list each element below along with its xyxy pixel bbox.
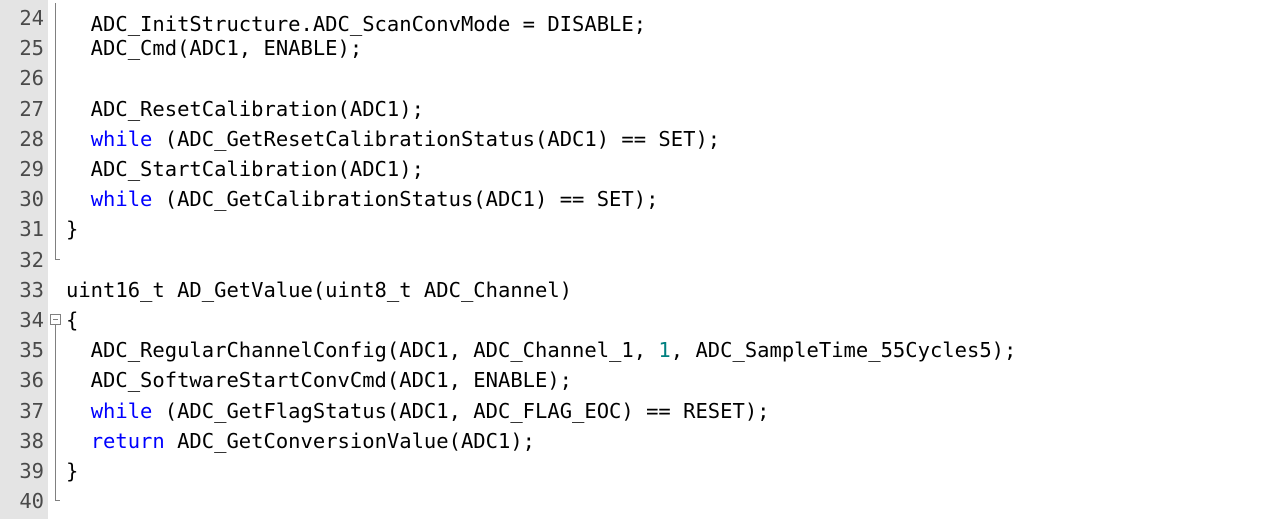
- code-token: (ADC_GetCalibrationStatus(ADC1) == SET);: [152, 187, 659, 212]
- code-token: (ADC_GetFlagStatus(ADC1, ADC_FLAG_EOC) =…: [152, 398, 770, 423]
- line-number: 39: [19, 459, 44, 483]
- fold-guide: [50, 33, 62, 64]
- fold-guide: [50, 395, 62, 426]
- code-text: while (ADC_GetResetCalibrationStatus(ADC…: [66, 124, 720, 154]
- code-token: (ADC_GetResetCalibrationStatus(ADC1) == …: [152, 126, 721, 151]
- code-text: uint16_t AD_GetValue(uint8_t ADC_Channel…: [66, 275, 572, 305]
- code-token: [66, 187, 91, 211]
- line-number: 31: [19, 217, 44, 242]
- line-number: 40: [19, 489, 44, 514]
- fold-guide: [50, 425, 62, 456]
- line-number: 25: [19, 36, 44, 61]
- line-number: 24: [19, 6, 44, 30]
- code-line[interactable]: 33 uint16_t AD_GetValue(uint8_t ADC_Chann…: [0, 275, 1280, 305]
- line-number: 27: [19, 96, 44, 121]
- code-token: ADC_StartCalibration(ADC1);: [66, 157, 424, 181]
- code-token: }: [66, 459, 79, 483]
- code-line[interactable]: 32: [0, 244, 1280, 275]
- fold-guide: [50, 93, 62, 124]
- line-number: 30: [19, 187, 44, 212]
- line-number: 32: [19, 247, 44, 272]
- code-text: while (ADC_GetCalibrationStatus(ADC1) ==…: [66, 184, 659, 214]
- code-text: while (ADC_GetFlagStatus(ADC1, ADC_FLAG_…: [66, 396, 770, 426]
- keyword-token: while: [90, 398, 153, 423]
- code-line[interactable]: 24: [0, 3, 1280, 34]
- fold-guide: [50, 244, 62, 275]
- code-text: }: [66, 456, 78, 486]
- code-line[interactable]: 30 while (ADC_GetCalibrationStatus(ADC1)…: [0, 184, 1280, 215]
- fold-toggle-icon[interactable]: [50, 305, 62, 336]
- line-number: 34: [19, 308, 44, 332]
- line-number-gutter: [0, 0, 48, 519]
- fold-guide: [50, 456, 62, 487]
- line-number: 37: [19, 398, 44, 423]
- code-line[interactable]: 34 {: [0, 305, 1280, 336]
- keyword-token: return: [90, 428, 165, 453]
- code-line[interactable]: 28 while (ADC_GetResetCalibrationStatus(…: [0, 123, 1280, 154]
- fold-guide: [50, 63, 62, 94]
- fold-guide: [50, 184, 62, 215]
- code-token: ADC_SoftwareStartConvCmd(ADC1, ENABLE);: [66, 368, 573, 393]
- fold-guide: [50, 486, 62, 516]
- line-number: 28: [19, 126, 44, 151]
- line-number: 38: [19, 428, 44, 453]
- code-line[interactable]: 37 while (ADC_GetFlagStatus(ADC1, ADC_FL…: [0, 395, 1280, 426]
- line-number: 26: [19, 66, 44, 91]
- line-number: 33: [19, 277, 44, 302]
- line-number: 36: [19, 368, 44, 393]
- code-token: ADC_RegularChannelConfig(ADC1, ADC_Chann…: [66, 338, 659, 363]
- partial-code-line: ADC_InitStructure.ADC_ScanConvMode = DIS…: [0, 0, 1280, 36]
- code-token: uint16_t AD_GetValue(uint8_t ADC_Channel…: [66, 277, 573, 302]
- code-line[interactable]: 25 ADC_Cmd(ADC1, ENABLE);: [0, 33, 1280, 64]
- code-text: }: [66, 214, 78, 244]
- fold-guide: [50, 154, 62, 185]
- code-line[interactable]: 31}: [0, 214, 1280, 245]
- code-line[interactable]: 39}: [0, 456, 1280, 487]
- code-line[interactable]: 38 return ADC_GetConversionValue(ADC1);: [0, 425, 1280, 456]
- code-text: ADC_StartCalibration(ADC1);: [66, 154, 424, 184]
- fold-guide: [50, 123, 62, 154]
- fold-guide: [50, 365, 62, 396]
- code-text: {: [66, 305, 78, 335]
- fold-guide: [50, 214, 62, 245]
- code-line[interactable]: 36 ADC_SoftwareStartConvCmd(ADC1, ENABLE…: [0, 365, 1280, 396]
- code-text: ADC_RegularChannelConfig(ADC1, ADC_Chann…: [66, 335, 1017, 365]
- fold-guide: [50, 335, 62, 366]
- line-number: 35: [19, 338, 44, 363]
- code-token: {: [66, 308, 79, 332]
- code-token: }: [66, 217, 79, 242]
- keyword-token: while: [90, 187, 153, 212]
- code-token: [66, 429, 91, 453]
- code-text: ADC_Cmd(ADC1, ENABLE);: [66, 33, 363, 63]
- keyword-token: while: [90, 126, 153, 151]
- code-line[interactable]: 40: [0, 486, 1280, 516]
- code-line[interactable]: 35 ADC_RegularChannelConfig(ADC1, ADC_Ch…: [0, 335, 1280, 366]
- fold-guide: [50, 3, 62, 34]
- code-text: ADC_InitStructure.ADC_ScanConvMode = DIS…: [66, 12, 647, 37]
- code-token: ADC_ResetCalibration(ADC1);: [66, 96, 424, 121]
- code-text: ADC_ResetCalibration(ADC1);: [66, 94, 424, 124]
- code-text: ADC_SoftwareStartConvCmd(ADC1, ENABLE);: [66, 365, 572, 395]
- code-token: ADC_GetConversionValue(ADC1);: [164, 428, 536, 453]
- line-number: 29: [19, 157, 44, 181]
- code-token: [66, 399, 91, 423]
- code-line[interactable]: 26: [0, 63, 1280, 94]
- number-token: 1: [658, 338, 671, 363]
- code-text: return ADC_GetConversionValue(ADC1);: [66, 426, 535, 456]
- code-line[interactable]: 29 ADC_StartCalibration(ADC1);: [0, 154, 1280, 185]
- code-line[interactable]: 27 ADC_ResetCalibration(ADC1);: [0, 93, 1280, 124]
- code-token: [66, 127, 91, 151]
- code-token: , ADC_SampleTime_55Cycles5);: [670, 338, 1017, 363]
- code-token: ADC_Cmd(ADC1, ENABLE);: [66, 36, 363, 61]
